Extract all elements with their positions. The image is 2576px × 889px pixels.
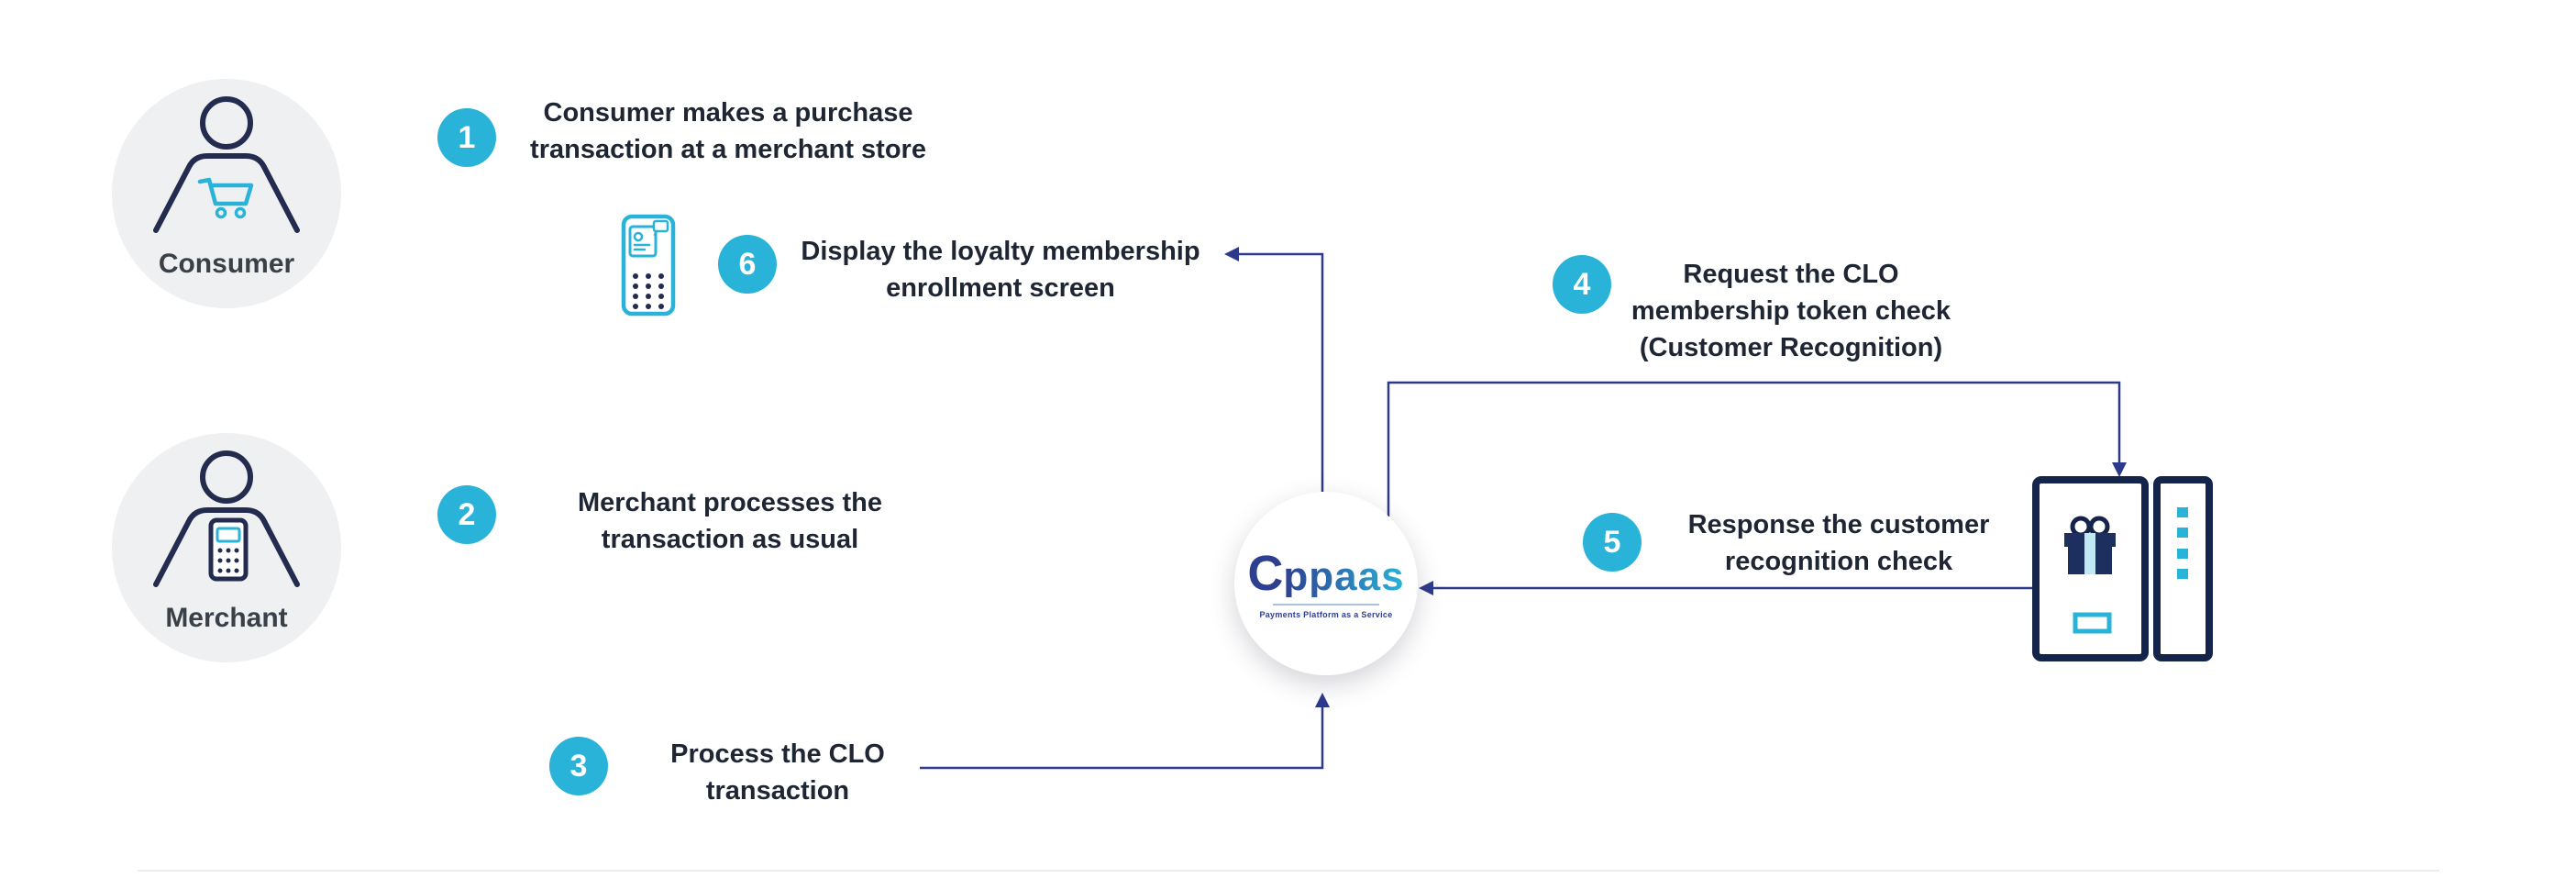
loyalty-kiosk-icon [2032, 476, 2213, 661]
merchant-icon [153, 450, 300, 587]
step-1-badge: 1 [437, 108, 496, 167]
step-1-text: Consumer makes a purchase transaction at… [530, 98, 926, 164]
logo-tagline: Payments Platform as a Service [1259, 609, 1393, 619]
consumer-icon [153, 96, 300, 233]
logo-c-glyph: C [1247, 545, 1284, 601]
step-6-text: Display the loyalty membership enrollmen… [801, 237, 1200, 303]
arrow-step4-head [2112, 462, 2127, 477]
step-5-badge: 5 [1583, 513, 1642, 572]
arrow-step6-line [1238, 252, 1324, 492]
merchant-shoulders-icon [153, 507, 300, 587]
terminal-screen-icon [628, 219, 669, 258]
step-6-badge: 6 [718, 235, 777, 294]
step-5-text: Response the customer recognition check [1687, 510, 1990, 576]
arrow-step6-head [1224, 247, 1239, 261]
logo-divider [1273, 603, 1379, 606]
step-4-text: Request the CLO membership token check (… [1631, 260, 1951, 362]
merchant-avatar: Merchant [112, 433, 341, 662]
consumer-avatar: Consumer [112, 79, 341, 308]
step-3-badge: 3 [549, 737, 608, 795]
arrow-step5-head [1419, 581, 1433, 595]
consumer-head-icon [200, 96, 253, 150]
logo-name-text: ppaas [1283, 553, 1405, 599]
consumer-shoulders-icon [153, 153, 300, 233]
shopping-cart-icon [197, 177, 254, 219]
arrow-step4-line [1387, 381, 2121, 517]
step-2-badge: 2 [437, 485, 496, 544]
kiosk-slot [2073, 612, 2112, 634]
merchant-label: Merchant [165, 603, 288, 633]
cppaas-hub: C ppaas Payments Platform as a Service [1234, 492, 1418, 675]
merchant-head-icon [200, 450, 253, 504]
pos-terminal-icon [621, 214, 676, 317]
gift-box-icon [2064, 516, 2116, 574]
kiosk-indicator-lights [2177, 507, 2188, 579]
consumer-label: Consumer [158, 249, 295, 279]
arrow-step3-head [1315, 693, 1330, 707]
arrow-step3-line [920, 706, 1324, 770]
bottom-divider [138, 870, 2439, 872]
terminal-keypad-icon [633, 273, 664, 309]
handheld-pos-icon [208, 517, 249, 582]
step-2-text: Merchant processes the transaction as us… [577, 488, 882, 554]
step-4-badge: 4 [1553, 255, 1611, 314]
step-3-text: Process the CLO transaction [670, 739, 885, 806]
cppaas-logo: C ppaas [1247, 549, 1404, 598]
